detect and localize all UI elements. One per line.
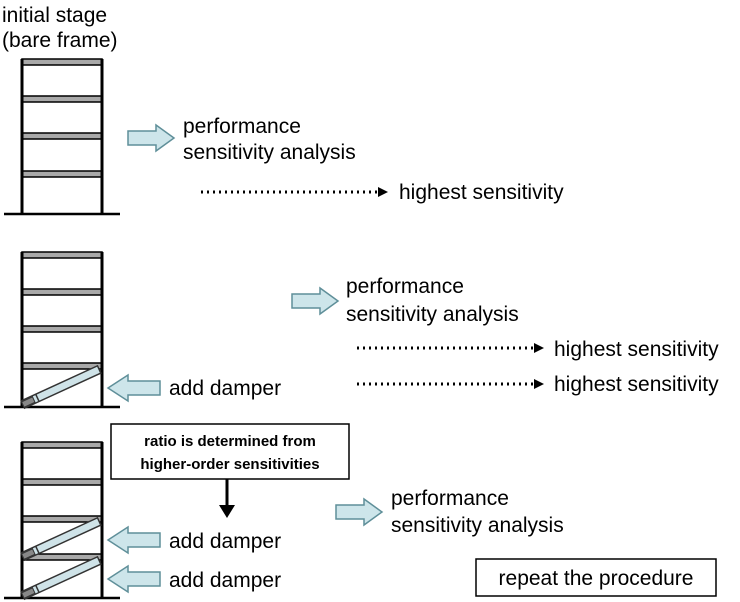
add-damper-label: add damper: [169, 530, 281, 553]
result-label: highest sensitivity: [554, 373, 719, 396]
repeat-procedure-box: [475, 558, 717, 597]
ratio-note-box: [110, 423, 350, 480]
ratio-note-line2: higher-order sensitivities: [140, 456, 319, 473]
analysis-label-line1: performance: [346, 275, 464, 298]
analysis-label-line1: performance: [183, 115, 301, 138]
damper-icon: [20, 555, 102, 601]
frame-bare: [4, 58, 120, 216]
add-damper-arrow-icon: [106, 525, 161, 555]
damper-icon: [20, 364, 102, 410]
analysis-label-line1: performance: [391, 487, 509, 510]
stage-title-line2: (bare frame): [2, 29, 118, 52]
result-label: highest sensitivity: [399, 181, 564, 204]
frame-one-damper: [4, 251, 120, 409]
analysis-arrow-icon: [291, 286, 340, 316]
add-damper-label: add damper: [169, 569, 281, 592]
analysis-label-line2: sensitivity analysis: [346, 303, 519, 326]
add-damper-arrow-icon: [106, 373, 161, 403]
stage-title-line1: initial stage: [2, 4, 107, 27]
add-damper-arrow-icon: [106, 564, 161, 594]
damper-icon: [20, 516, 102, 562]
add-damper-label: add damper: [169, 377, 281, 400]
analysis-label-line2: sensitivity analysis: [183, 141, 356, 164]
result-label: highest sensitivity: [554, 338, 719, 361]
analysis-label-line2: sensitivity analysis: [391, 514, 564, 537]
repeat-procedure-label: repeat the procedure: [499, 567, 694, 590]
frame-two-dampers: [4, 441, 120, 600]
down-arrow-icon: [219, 505, 235, 518]
analysis-arrow-icon: [335, 497, 384, 527]
analysis-arrow-icon: [127, 123, 176, 153]
ratio-note-line1: ratio is determined from: [144, 433, 316, 450]
